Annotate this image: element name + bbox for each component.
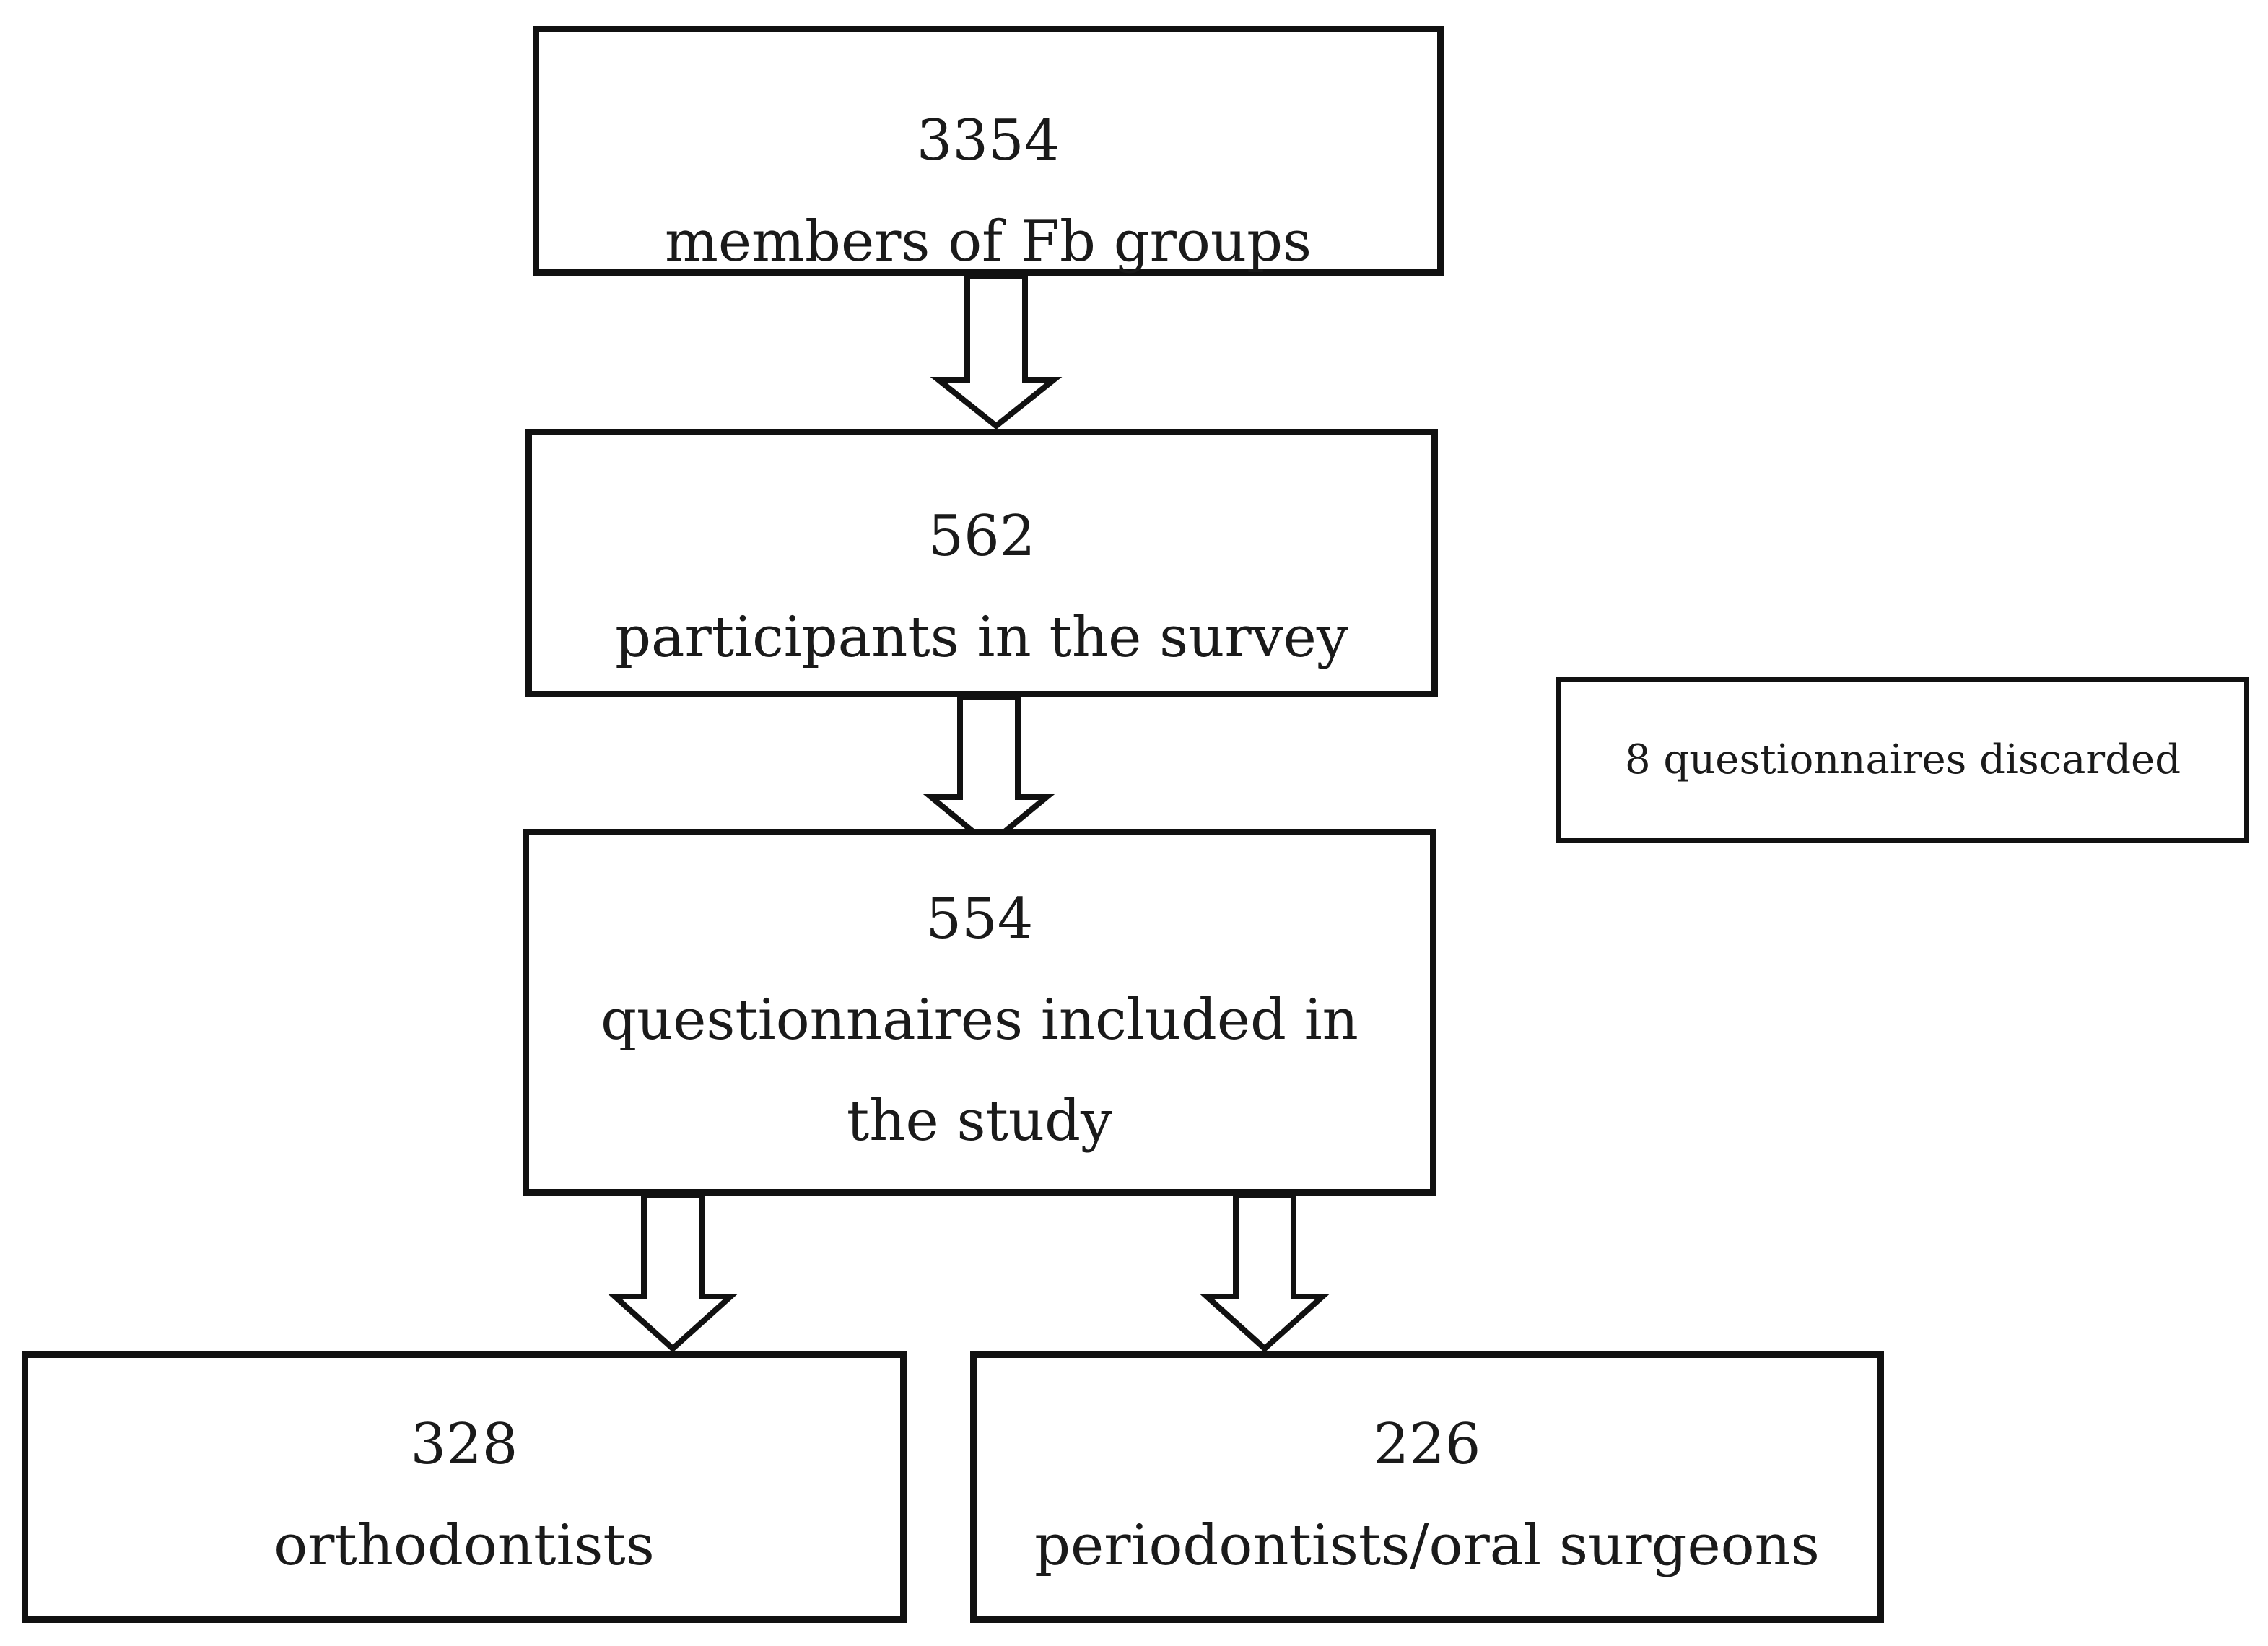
periodontists-box: 226 periodontists/oral surgeons [970,1351,1884,1623]
discarded-label: 8 questionnaires discarded [1624,736,2181,783]
included-label: questionnaires included in the study [601,988,1358,1154]
members-count: 3354 [916,108,1060,173]
members-box: 3354 members of Fb groups [533,26,1444,276]
orthodontists-label: orthodontists [274,1513,655,1578]
participants-count: 562 [928,504,1036,569]
arrow-included-to-periodontists [1199,1193,1330,1353]
arrow-included-to-orthodontists [607,1193,738,1353]
participants-box: 562 participants in the survey [525,429,1438,697]
arrow-members-to-participants [930,273,1063,430]
arrow-participants-to-included [923,694,1055,849]
orthodontists-count: 328 [410,1412,518,1477]
periodontists-label: periodontists/oral surgeons [1034,1513,1820,1578]
discarded-box: 8 questionnaires discarded [1556,677,2249,843]
periodontists-count: 226 [1373,1412,1481,1477]
participants-label: participants in the survey [615,605,1348,670]
orthodontists-box: 328 orthodontists [22,1351,907,1623]
included-count: 554 [925,887,1034,952]
included-box: 554 questionnaires included in the study [523,829,1436,1196]
members-label: members of Fb groups [664,209,1312,274]
